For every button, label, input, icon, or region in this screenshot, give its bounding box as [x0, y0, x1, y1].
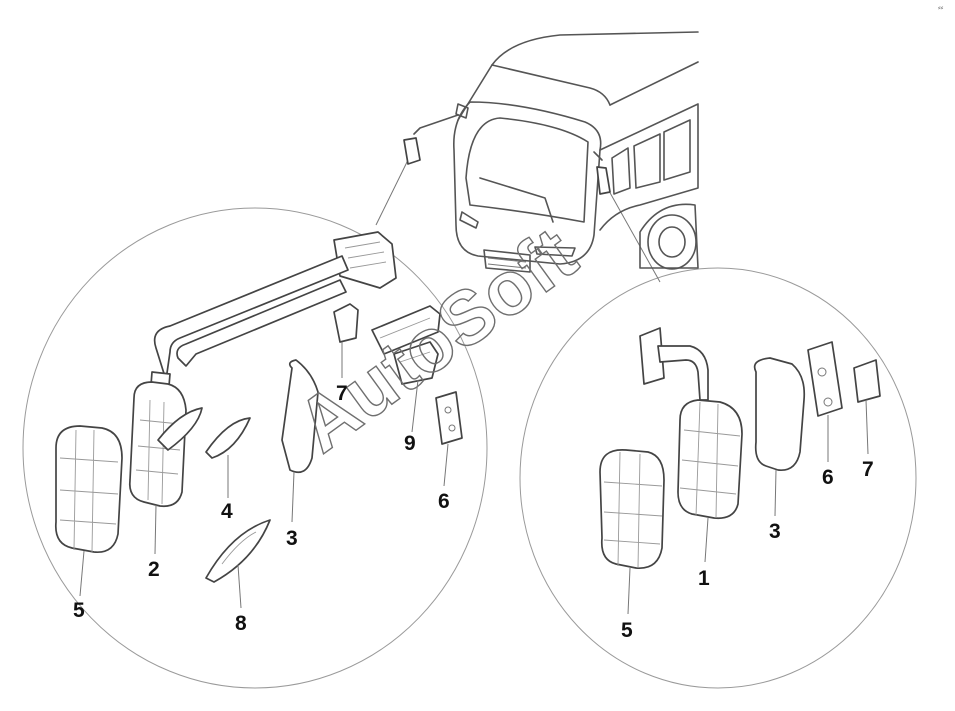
right-detail-zone	[519, 267, 917, 689]
leader-lines	[79, 342, 869, 615]
part-8-wide-angle-lens	[205, 519, 271, 583]
callout-5-right: 5	[621, 619, 633, 642]
callout-3-left: 3	[286, 527, 298, 550]
part-9-bracket	[371, 305, 441, 385]
part-3-mirror-glass-right	[753, 357, 806, 472]
callout-6-right: 6	[822, 466, 834, 489]
callout-2: 2	[148, 558, 160, 581]
callout-8: 8	[235, 612, 247, 635]
left-detail-zone	[22, 207, 488, 689]
part-7-clip-left	[333, 303, 359, 343]
callout-7-right: 7	[862, 458, 874, 481]
callout-9: 9	[404, 432, 416, 455]
callout-3-right: 3	[769, 520, 781, 543]
bus-illustration	[403, 31, 699, 273]
part-2-arm-mirror-assembly	[128, 231, 397, 508]
callout-7-left: 7	[336, 382, 348, 405]
callout-4: 4	[221, 500, 233, 523]
part-1-mirror-assembly	[639, 327, 743, 520]
part-6-mount-plate-left	[435, 391, 463, 445]
watermark: AutoSoft	[282, 211, 591, 468]
part-4-small-oval-glass	[205, 417, 251, 459]
right-mirror-leader	[603, 181, 661, 283]
left-mirror-leader	[375, 159, 409, 226]
part-6-mount-plate-right	[807, 341, 843, 417]
corner-mark: ⸗⸗	[938, 3, 944, 12]
part-7-clip-right	[853, 359, 881, 403]
part-5-mirror-housing-left	[54, 425, 123, 554]
part-5-mirror-housing-right	[599, 449, 665, 569]
callout-1: 1	[698, 567, 710, 590]
callout-5-left: 5	[73, 599, 85, 622]
part-3-mirror-glass-left	[281, 359, 319, 474]
callout-6-left: 6	[438, 490, 450, 513]
